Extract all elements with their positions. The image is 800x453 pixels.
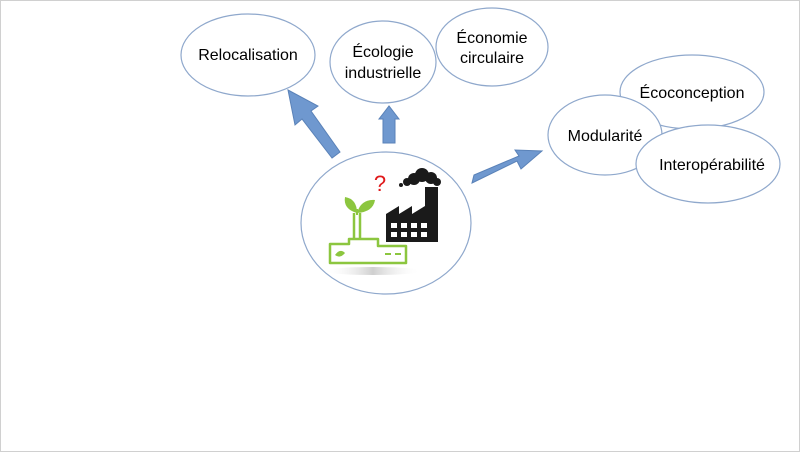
sprout-icon	[344, 197, 375, 215]
smoke-cloud-icon	[399, 168, 441, 187]
interoperabilite-ellipse	[635, 124, 781, 204]
relocalisation-label: Relocalisation	[198, 47, 298, 64]
ecologie-label-line1: Écologie	[352, 42, 413, 61]
ecologie-label-line2: industrielle	[345, 65, 422, 82]
arrow-to-right-cluster	[471, 149, 544, 184]
modularite-label: Modularité	[568, 128, 643, 145]
ecoconception-label: Écoconception	[640, 83, 745, 102]
relocalisation-ellipse	[180, 13, 316, 97]
arrow-to-ecologie	[377, 105, 401, 144]
ground-shadow	[325, 267, 421, 275]
leaf-badge-icon	[335, 250, 345, 257]
green-factory-icon	[328, 213, 408, 265]
economie-ellipse	[435, 7, 549, 87]
question-mark: ?	[374, 171, 386, 196]
economie-label-line2: circulaire	[460, 50, 524, 67]
factory-illustration: ?	[325, 168, 441, 275]
interoperabilite-label: Interopérabilité	[659, 157, 765, 174]
black-factory-icon	[386, 187, 438, 242]
economie-label-line1: Économie	[456, 28, 527, 47]
arrow-to-relocalisation	[287, 89, 341, 159]
ecologie-ellipse	[329, 20, 437, 104]
